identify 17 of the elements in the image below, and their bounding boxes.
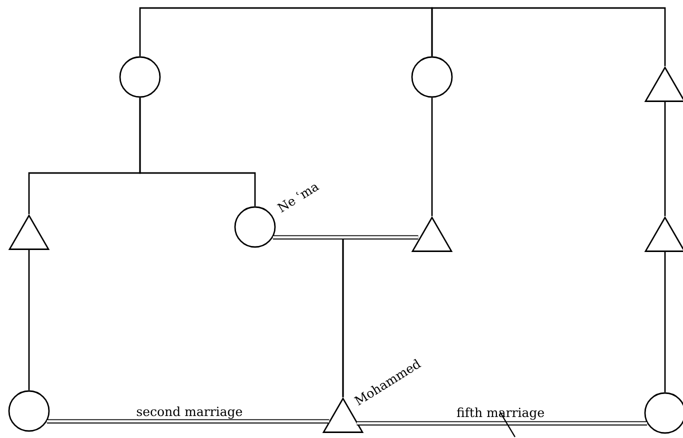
- sibling-line: [139, 7, 433, 56]
- marriage-line: [46, 419, 330, 424]
- descent-line: [28, 250, 30, 390]
- name-label: Ne ʿma: [276, 184, 320, 213]
- edge-label: second marriage: [136, 406, 242, 419]
- descent-line: [139, 98, 256, 206]
- marriage-line: [272, 235, 418, 240]
- female-circle: [411, 56, 453, 98]
- edge-label: fifth marriage: [456, 407, 544, 420]
- sibling-line: [431, 7, 666, 66]
- female-circle: [119, 56, 161, 98]
- female-circle: [234, 206, 276, 248]
- female-circle: [8, 390, 50, 432]
- marriage-line: [356, 421, 648, 426]
- descent-line: [664, 252, 666, 392]
- descent-line: [664, 102, 666, 216]
- descent-line: [431, 98, 433, 216]
